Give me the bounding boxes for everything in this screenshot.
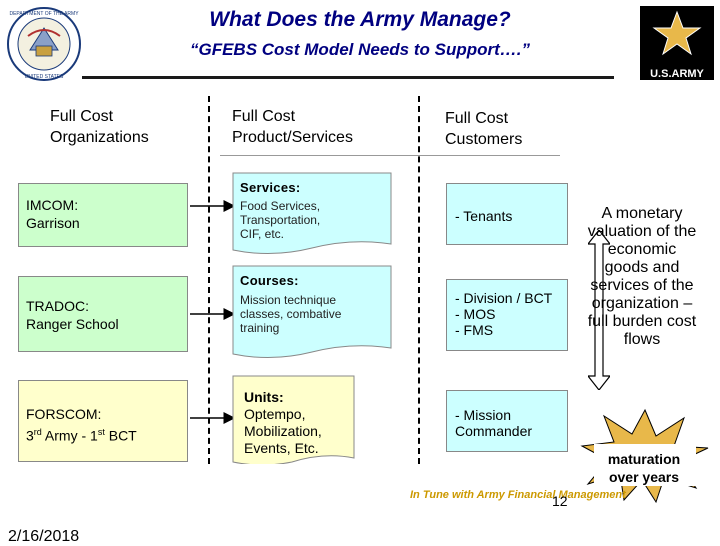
org-box-imcom: IMCOM: Garrison	[18, 183, 188, 247]
separator-dashed-right	[418, 96, 420, 464]
product-line: Mobilization,	[244, 423, 322, 439]
product-units: Units: Optempo, Mobilization, Events, Et…	[244, 389, 360, 457]
product-line: CIF, etc.	[240, 227, 285, 241]
header-line: Full Cost	[445, 110, 509, 127]
org-name: TRADOC:	[26, 298, 89, 314]
customer-box-division: - Division / BCT - MOS - FMS	[446, 279, 568, 351]
customer-line: - Mission	[455, 407, 512, 423]
product-line: Events, Etc.	[244, 440, 319, 456]
product-courses: Courses: Mission technique classes, comb…	[240, 273, 388, 335]
us-army-logo: U.S.ARMY	[640, 6, 714, 80]
title-divider	[82, 76, 614, 79]
note-line: services of the	[590, 277, 694, 294]
org-unit: Ranger School	[26, 316, 119, 332]
page-subtitle: “GFEBS Cost Model Needs to Support….”	[189, 40, 530, 59]
customer-box-tenants: - Tenants	[446, 183, 568, 245]
product-line: Food Services,	[240, 199, 321, 213]
note-line: economic	[607, 241, 677, 258]
separator-dashed-left	[208, 96, 210, 464]
ordinal-sup: st	[97, 427, 105, 437]
maturation-line: over years	[608, 469, 680, 485]
org-unit: Garrison	[26, 215, 80, 231]
product-line: Mission technique	[240, 293, 337, 307]
note-line: organization –	[591, 295, 693, 312]
product-heading: Services:	[240, 180, 301, 195]
note-line: full burden cost	[587, 313, 697, 330]
column-header-organizations: Full Cost Organizations	[50, 106, 149, 148]
product-line: classes, combative	[240, 307, 342, 321]
header-line: Full Cost	[232, 108, 296, 125]
valuation-note: A monetary valuation of the economic goo…	[572, 205, 712, 349]
org-unit-part: BCT	[104, 427, 137, 444]
footer-date: 2/16/2018	[8, 528, 80, 545]
product-body: Food Services, Transportation, CIF, etc.	[240, 199, 388, 241]
org-name: IMCOM:	[26, 197, 79, 213]
product-shapes	[232, 172, 392, 464]
arrows-group	[190, 200, 236, 424]
customer-line: - FMS	[455, 322, 494, 338]
page-number: 12	[552, 493, 568, 509]
header-line: Organizations	[50, 129, 149, 146]
note-line: A monetary	[601, 205, 683, 222]
product-heading: Units:	[244, 389, 284, 405]
footer-tagline: In Tune with Army Financial Management	[410, 489, 626, 501]
org-box-forscom: FORSCOM: 3rd Army - 1st BCT	[18, 380, 188, 462]
seal-text-bottom: UNITED STATES	[25, 74, 64, 80]
seal-text-top: DEPARTMENT OF THE ARMY	[9, 11, 79, 17]
column-header-products: Full Cost Product/Services	[232, 106, 353, 148]
product-services: Services: Food Services, Transportation,…	[240, 180, 388, 241]
document-shape-icon	[232, 265, 392, 359]
product-line: training	[240, 321, 280, 335]
org-unit-part: 3	[26, 427, 34, 444]
document-shape-icon	[232, 172, 392, 255]
ordinal-sup: rd	[33, 427, 42, 437]
product-line: Optempo,	[244, 406, 306, 422]
product-heading: Courses:	[240, 273, 299, 288]
column-header-customers: Full Cost Customers	[445, 108, 522, 150]
org-name: FORSCOM:	[26, 406, 102, 422]
product-line: Transportation,	[240, 213, 321, 227]
product-body: Mission technique classes, combative tra…	[240, 293, 388, 335]
note-line: goods and	[604, 259, 680, 276]
customer-box-mission: - Mission Commander	[446, 390, 568, 452]
customer-line: - Division / BCT	[455, 290, 553, 306]
org-unit-part: Army - 1	[41, 427, 98, 444]
army-seal-icon: DEPARTMENT OF THE ARMY UNITED STATES	[7, 7, 81, 81]
army-logo-text: U.S.ARMY	[650, 68, 704, 80]
maturation-burst-icon	[580, 408, 709, 504]
army-star-icon	[646, 10, 708, 56]
note-line: flows	[623, 331, 661, 348]
customer-line: Commander	[455, 423, 533, 439]
document-shape-icon	[232, 375, 355, 464]
maturation-line: maturation	[607, 451, 681, 467]
header-line: Product/Services	[232, 129, 353, 146]
org-unit: 3rd Army - 1st BCT	[26, 423, 187, 445]
customer-line: - Tenants	[455, 208, 513, 224]
header-line: Customers	[445, 131, 523, 148]
header-underline	[220, 155, 560, 156]
page-title: What Does the Army Manage?	[209, 8, 511, 31]
double-arrow-icon	[588, 230, 610, 390]
header-line: Full Cost	[50, 108, 114, 125]
org-box-tradoc: TRADOC: Ranger School	[18, 276, 188, 352]
note-line: valuation of the	[587, 223, 697, 240]
maturation-label: maturation over years	[594, 450, 694, 486]
customer-line: - MOS	[455, 306, 496, 322]
